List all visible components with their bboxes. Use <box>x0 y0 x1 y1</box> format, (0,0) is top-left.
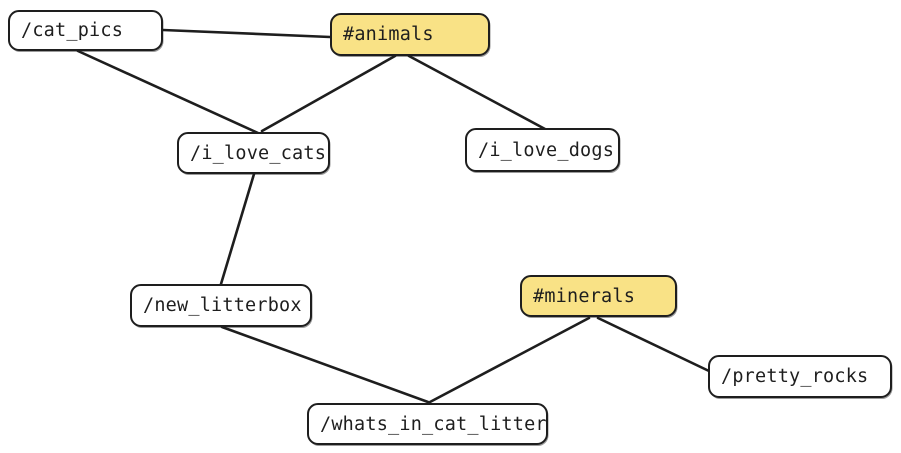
node-minerals-label: #minerals <box>533 285 636 307</box>
node-i-love-cats: /i_love_cats <box>177 132 330 174</box>
node-i-love-dogs-label: /i_love_dogs <box>478 139 615 161</box>
node-i-love-cats-label: /i_love_cats <box>190 142 327 164</box>
node-i-love-dogs: /i_love_dogs <box>465 128 620 172</box>
edge-animals-i_love_cats <box>260 54 397 133</box>
node-cat-pics-label: /cat_pics <box>21 20 124 41</box>
node-minerals: #minerals <box>520 275 677 317</box>
node-whats-in-cat-litter-label: /whats_in_cat_litter <box>320 413 547 435</box>
node-cat-pics: /cat_pics <box>8 10 163 51</box>
node-new-litterbox-label: /new_litterbox <box>143 295 302 316</box>
edge-minerals-pretty_rocks <box>596 316 711 373</box>
node-pretty-rocks: /pretty_rocks <box>708 355 892 398</box>
node-whats-in-cat-litter: /whats_in_cat_litter <box>307 403 548 445</box>
node-pretty-rocks-label: /pretty_rocks <box>721 366 869 387</box>
node-animals: #animals <box>330 13 490 56</box>
node-animals-label: #animals <box>343 24 434 45</box>
edge-i_love_cats-new_litterbox <box>219 172 256 286</box>
edge-animals-i_love_dogs <box>407 54 547 131</box>
node-new-litterbox: /new_litterbox <box>130 284 312 327</box>
edge-cat_pics-i_love_cats <box>76 49 260 135</box>
edge-cat_pics-animals <box>161 28 332 39</box>
edge-new_litterbox-whats_in_cat_litter <box>220 325 430 404</box>
edge-minerals-whats_in_cat_litter <box>428 316 591 404</box>
